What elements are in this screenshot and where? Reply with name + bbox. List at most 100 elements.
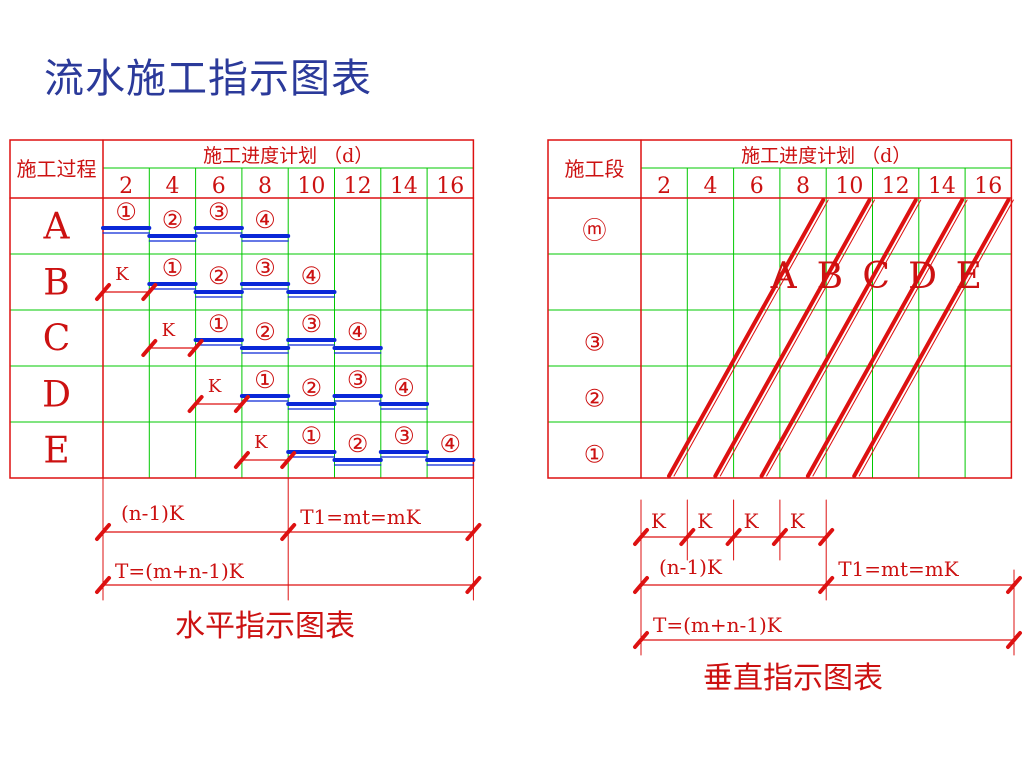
tick-label: 16 [974,174,1002,199]
tick-label: 6 [750,174,764,199]
dimension-tick-mark [1006,631,1022,649]
segment-label: ② [162,206,184,234]
caption-horizontal: 水平指示图表 [175,609,355,644]
segment-label: ① [162,254,184,282]
segment-label: ③ [301,310,323,338]
row-label: B [43,262,69,303]
process-label: C [862,256,890,297]
dim-label-nk: (n-1)K [659,555,723,579]
segment-label: ② [254,318,276,346]
dim-label-nk: (n-1)K [121,501,185,525]
table-border [547,139,1013,479]
segment-label: ③ [347,366,369,394]
tick-label: 6 [212,174,226,199]
page-title: 流水施工指示图表 [44,56,372,102]
k-tick-mark [187,339,204,357]
process-diagonal-shadow [812,199,968,477]
segment-label: ④ [254,206,276,234]
dimension-tick-mark [679,528,696,546]
plan-header: 施工进度计划 （d） [741,145,911,167]
dimension-tick-mark [465,576,482,594]
caption-vertical: 垂直指示图表 [703,661,883,696]
dimension-tick-mark [818,528,835,546]
dimension-tick-mark [465,523,482,541]
segment-label: ④ [347,318,369,346]
row-label: ① [584,440,606,468]
dimension-tick-mark [818,576,835,594]
k-tick-mark [95,283,111,301]
table-border [9,139,475,479]
dimension-tick-mark [633,528,649,546]
plan-header: 施工进度计划 （d） [203,145,373,167]
process-label: D [908,256,937,297]
k-label: K [697,509,713,533]
segment-label: ④ [393,374,415,402]
k-tick-mark [141,339,158,357]
process-diagonal [805,198,965,478]
process-diagonal [759,198,918,478]
tick-label: 8 [258,174,272,199]
k-tick-mark [233,451,250,469]
row-label: ⓜ [583,216,607,244]
row-label: D [42,374,71,415]
dimension-tick-mark [280,523,297,541]
dimension-tick-mark [95,523,111,541]
tick-label: 12 [344,174,372,199]
segment-label: ④ [439,430,461,458]
tick-label: 12 [882,174,910,199]
row-label: C [43,318,71,359]
process-label: B [817,256,843,297]
row-label: A [43,206,71,247]
tick-label: 8 [796,174,810,199]
row-label: E [43,430,69,471]
dimension-tick-mark [633,576,649,594]
segment-label: ② [347,430,369,458]
process-diagonal-shadow [673,199,829,477]
segment-label: ① [208,310,230,338]
tick-label: 10 [835,174,863,199]
process-diagonal [713,198,872,478]
process-diagonal [667,198,826,478]
row-header: 施工段 [565,157,625,181]
tick-label: 2 [119,174,133,199]
segment-label: ② [208,262,230,290]
dimension-tick-mark [771,528,788,546]
tick-label: 14 [390,174,418,199]
dimension-tick-mark [633,631,649,649]
row-label: ② [584,384,606,412]
k-tick-mark [280,451,297,469]
k-tick-mark [187,395,204,413]
process-diagonal-shadow [858,199,1014,477]
dim-label-total: T=(m+n-1)K [115,559,245,583]
k-label: K [790,509,806,533]
segment-label: ④ [301,262,323,290]
tick-label: 4 [165,174,179,199]
process-diagonal-shadow [719,199,875,477]
dim-label-t1: T1=mt=mK [300,505,422,529]
segment-label: ② [301,374,323,402]
k-label: K [254,432,268,453]
dim-label-t1: T1=mt=mK [838,557,960,581]
segment-label: ① [254,366,276,394]
row-header: 施工过程 [17,157,97,181]
process-diagonal-shadow [766,199,922,477]
k-label: K [115,264,129,285]
dimension-tick-mark [95,576,111,594]
segment-label: ③ [393,422,415,450]
dim-label-total: T=(m+n-1)K [653,613,783,637]
k-label: K [208,376,222,397]
row-label: ③ [584,328,606,356]
tick-label: 4 [703,174,717,199]
k-label: K [744,509,760,533]
k-label: K [651,509,667,533]
process-label: A [770,256,798,297]
segment-label: ① [301,422,323,450]
segment-label: ③ [254,254,276,282]
k-tick-mark [141,283,158,301]
tick-label: 14 [928,174,956,199]
process-label: E [956,256,982,297]
tick-label: 10 [297,174,325,199]
k-tick-mark [233,395,250,413]
dimension-tick-mark [725,528,742,546]
